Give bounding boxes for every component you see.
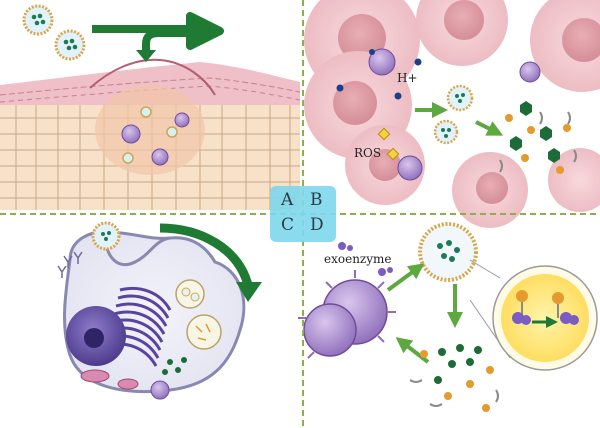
panel-b-microenvironment — [304, 0, 600, 228]
golgi-apparatus — [105, 286, 172, 367]
zoom-inset — [469, 259, 598, 371]
drug-molecule-icon — [510, 101, 560, 163]
panel-c-cell-uptake — [57, 221, 262, 400]
enzyme-icon — [505, 114, 571, 174]
uptake-arrow — [159, 223, 253, 287]
panel-label-a: A — [281, 190, 294, 210]
drug-molecule-icon — [434, 344, 482, 384]
nanoparticle-icon — [122, 106, 178, 164]
panel-label-d: D — [310, 215, 324, 235]
delivery-arrow — [92, 12, 224, 62]
ros-icon — [377, 127, 400, 161]
nanoparticle-icon — [418, 222, 478, 282]
panel-label-box: A B C D — [270, 186, 336, 242]
proton-label: H+ — [397, 71, 418, 85]
bacterium-icon — [298, 270, 396, 359]
enzyme-icon — [338, 242, 393, 276]
host-cell-icon — [304, 0, 600, 228]
nanoparticle-icon — [91, 221, 121, 251]
panel-label-b: B — [310, 190, 323, 210]
bacterium-icon — [150, 380, 170, 400]
endosome — [175, 279, 222, 350]
panel-d-exoenzyme-response — [298, 222, 598, 412]
nanoparticle-icon — [433, 84, 474, 145]
panel-a-skin — [0, 4, 301, 210]
panel-label-c: C — [281, 215, 295, 235]
ros-label: ROS — [354, 146, 382, 160]
proton-icon — [336, 49, 422, 100]
bacterium-icon — [121, 112, 190, 166]
nanoparticle-icon — [22, 4, 86, 61]
exoenzyme-label: exoenzyme — [324, 252, 392, 266]
bacterium-icon — [368, 48, 541, 181]
